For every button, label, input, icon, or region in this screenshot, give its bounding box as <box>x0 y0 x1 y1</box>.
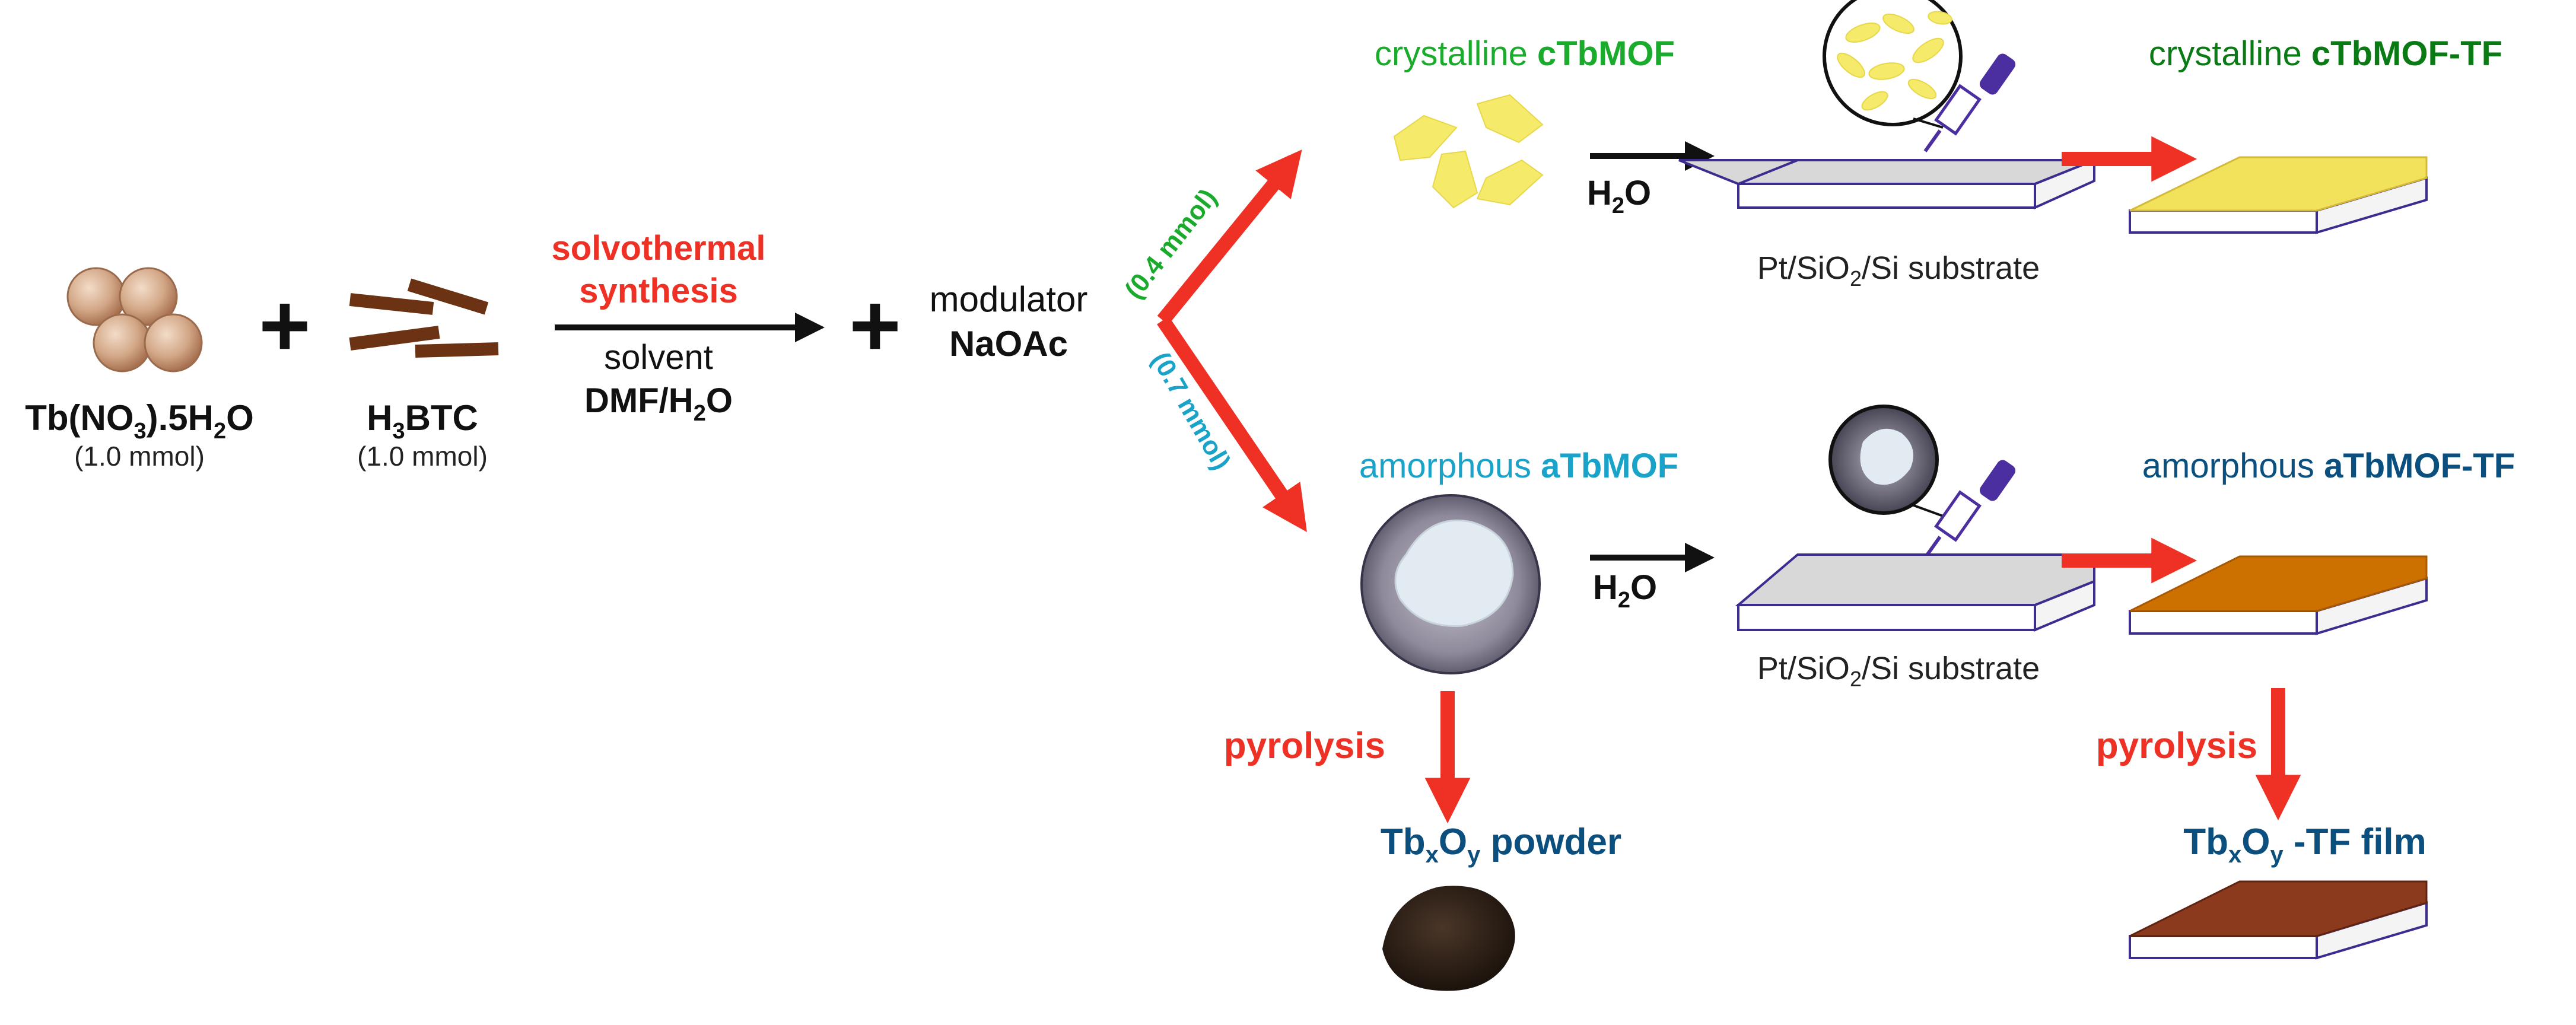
powder-tb: Tb <box>1381 822 1426 862</box>
crystalline-ctbmof-tf-title: crystalline cTbMOF-TF <box>2149 34 2502 73</box>
powder-o: O <box>1439 822 1467 862</box>
substrate-part2: /Si substrate <box>1862 250 2040 286</box>
water-label-crystalline: H2O <box>1587 174 1651 218</box>
crystalline-ctbmof-title: crystalline cTbMOF <box>1375 34 1675 73</box>
tbxoy-powder-pile <box>1382 886 1515 991</box>
h3btc-rods <box>349 278 499 358</box>
plus-sign-1: + <box>259 275 311 375</box>
pt-sio2-si-substrate-amorphous <box>1735 553 2095 632</box>
water-end: O <box>1624 174 1651 212</box>
branch-arrow-down <box>1157 316 1307 533</box>
solvent-sub: 2 <box>694 401 706 426</box>
water-sub-2: 2 <box>1618 588 1630 613</box>
h3btc-amount: (1.0 mmol) <box>357 441 488 472</box>
solvent-end: O <box>706 381 733 420</box>
amorphous-atbmof-tf-title: amorphous aTbMOF-TF <box>2142 447 2515 485</box>
plus-sign-2: + <box>849 275 901 375</box>
crystal-suspension-inset <box>1823 0 1963 129</box>
solvent-main: DMF/H <box>584 381 694 420</box>
substrate-sub: 2 <box>1850 266 1862 291</box>
tb-formula-main: Tb(NO <box>25 398 133 438</box>
crystalline-prefix: crystalline <box>1375 34 1537 73</box>
film-tb: Tb <box>2183 822 2228 862</box>
amorphous-atbmof-title: amorphous aTbMOF <box>1359 447 1678 485</box>
h3btc-pre: H <box>367 398 392 438</box>
ctbmof-thin-film <box>2129 156 2428 234</box>
upper-modulator-amount: (0.4 mmol) <box>1120 183 1223 304</box>
modulator-name: NaOAc <box>949 324 1068 364</box>
tb-formula-sub-2: 2 <box>214 419 226 444</box>
substrate-part1-2: Pt/SiO <box>1757 651 1850 686</box>
film-sub-y: y <box>2270 842 2284 868</box>
solvent-formula: DMF/H2O <box>584 381 733 426</box>
water-label-amorphous: H2O <box>1593 568 1657 613</box>
substrate-label-amorphous: Pt/SiO2/Si substrate <box>1757 651 2040 691</box>
modulator-label: modulator <box>930 279 1088 319</box>
solvothermal-label: solvothermal <box>552 229 766 268</box>
tbxoy-tf-film-label: TbxOy -TF film <box>2183 822 2426 868</box>
water-end-2: O <box>1630 568 1657 607</box>
tb-nitrate-amount: (1.0 mmol) <box>74 441 205 472</box>
synthesis-label: synthesis <box>579 272 738 310</box>
tb-nitrate-spheres <box>66 267 203 373</box>
tb-formula-mid: ).5H <box>147 398 214 438</box>
h3btc-sub: 3 <box>392 419 405 444</box>
tb-formula-end: O <box>226 398 254 438</box>
ctbmof-name: cTbMOF <box>1537 34 1675 73</box>
pt-sio2-si-substrate-crystalline <box>1678 158 2095 210</box>
water-main: H <box>1587 174 1612 212</box>
h3btc-formula: H3BTC <box>367 398 478 444</box>
amorphous-prefix: amorphous <box>1359 447 1541 485</box>
film-sub-x: x <box>2228 842 2241 868</box>
solvent-label: solvent <box>604 338 713 377</box>
ctbmof-crystals <box>1393 94 1544 209</box>
pyrolysis-label-powder: pyrolysis <box>1224 725 1385 766</box>
crystalline-tf-prefix: crystalline <box>2149 34 2311 73</box>
substrate-sub-2: 2 <box>1850 667 1862 691</box>
atbmof-powder-dish <box>1360 494 1541 674</box>
amorphous-suspension-inset <box>1828 405 1944 517</box>
powder-rest: powder <box>1480 822 1621 862</box>
atbmof-tf-name: aTbMOF-TF <box>2324 447 2515 485</box>
atbmof-name: aTbMOF <box>1541 447 1678 485</box>
atbmof-thin-film <box>2129 555 2428 635</box>
film-rest: -TF film <box>2284 822 2426 862</box>
h3btc-post: BTC <box>405 398 478 438</box>
water-sub: 2 <box>1612 193 1624 218</box>
substrate-part1: Pt/SiO <box>1757 250 1850 286</box>
tb-nitrate-formula: Tb(NO3).5H2O <box>25 398 254 444</box>
substrate-label-crystalline: Pt/SiO2/Si substrate <box>1757 250 2040 291</box>
branch-arrow-up <box>1157 149 1302 325</box>
amorphous-tf-prefix: amorphous <box>2142 447 2324 485</box>
ctbmof-tf-name: cTbMOF-TF <box>2311 34 2502 73</box>
tb-formula-sub-3: 3 <box>133 419 146 444</box>
substrate-part2-2: /Si substrate <box>1862 651 2040 686</box>
pyrolysis-label-film: pyrolysis <box>2096 725 2257 766</box>
powder-sub-y: y <box>1467 842 1481 868</box>
tbxoy-powder-label: TbxOy powder <box>1381 822 1621 868</box>
powder-sub-x: x <box>1426 842 1439 868</box>
water-main-2: H <box>1593 568 1618 607</box>
tbxoy-thin-film <box>2129 880 2428 960</box>
film-o: O <box>2241 822 2270 862</box>
